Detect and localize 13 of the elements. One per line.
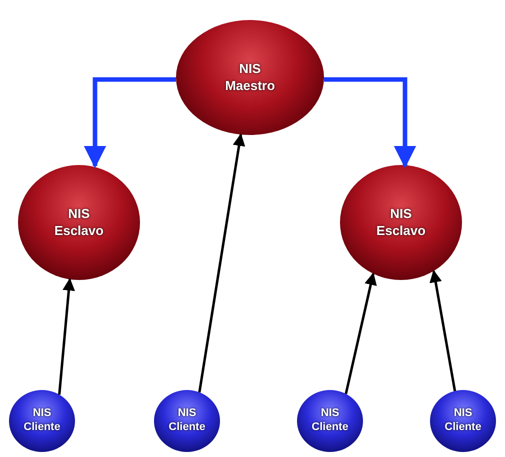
node-label: NIS Cliente bbox=[168, 407, 206, 435]
node-label: NIS Cliente bbox=[22, 407, 62, 435]
arrow bbox=[198, 133, 246, 392]
arrow bbox=[430, 270, 456, 392]
arrow bbox=[58, 278, 75, 395]
node-label: NIS Esclavo bbox=[53, 206, 105, 239]
arrow bbox=[324, 77, 416, 168]
node-label: NIS Cliente bbox=[444, 407, 482, 435]
node-label: NIS Cliente bbox=[310, 407, 350, 435]
arrow bbox=[84, 77, 176, 168]
node-label: NIS Esclavo bbox=[375, 206, 427, 239]
node-label: NIS Maestro bbox=[224, 61, 276, 94]
arrow bbox=[344, 272, 377, 394]
